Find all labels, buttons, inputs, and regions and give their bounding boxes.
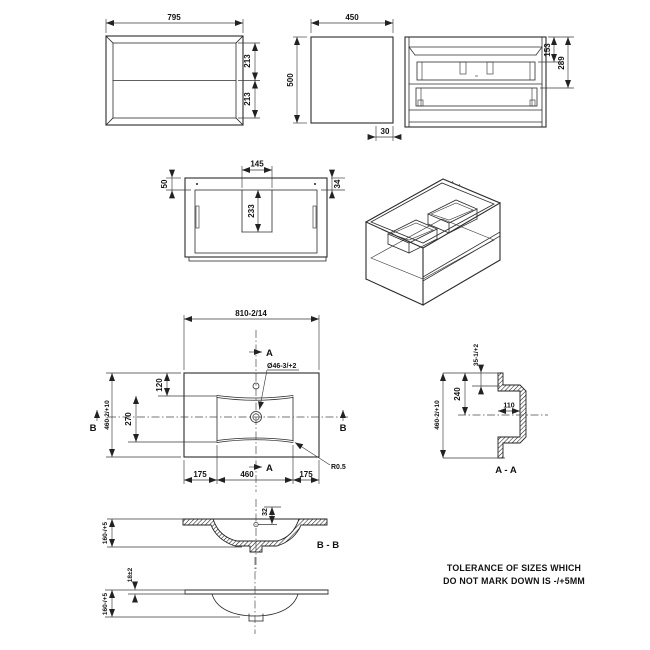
front-width-label: 795	[167, 13, 181, 22]
front-width-dimension: 795	[105, 13, 244, 33]
basin-plan-view: 810-2/14 460-2/+10 120 270 175 4	[90, 309, 348, 492]
aa-depth-dimension: 460-2/+10	[434, 373, 446, 458]
waste-stub	[248, 613, 264, 622]
cutout-width-dimension: 145	[241, 160, 273, 188]
section-b-marker-right: B	[340, 410, 347, 434]
back-153-label: 153	[543, 43, 552, 57]
section-bb-view: 160-/+5 32 B - B	[102, 499, 339, 572]
side-width-label: 450	[345, 13, 359, 22]
basin-width-label: 810-2/14	[235, 309, 267, 318]
section-a-label-top: A	[266, 348, 273, 359]
bb-height-label: 160-/+5	[102, 522, 109, 545]
interior-floor	[370, 218, 495, 280]
siphon-cutout	[241, 189, 273, 233]
section-bb-title: B - B	[317, 540, 339, 551]
cabinet-back-view: 153 289	[404, 36, 574, 128]
tap-hole-label: Ø46-3/+2	[267, 363, 296, 370]
tap-offset-dimension: 120	[155, 373, 217, 397]
section-a-marker-bottom: A	[249, 463, 273, 474]
side-rail-dimension: 34	[321, 169, 345, 199]
corner-radius-label: R0.5	[331, 464, 346, 471]
side-height-dimension: 500	[286, 36, 307, 124]
cabinet-isometric-view	[364, 178, 502, 306]
aa-110-dimension: 110	[498, 403, 520, 414]
section-aa-title: A - A	[495, 465, 517, 476]
section-aa-view: 460-2/+10 240 35-1/+2 110 A - A	[434, 344, 548, 476]
side-rail-label: 34	[333, 179, 342, 188]
side-height-dimension-basin: 160-/+5	[102, 589, 240, 618]
tolerance-note-line1: TOLERANCE OF SIZES WHICH	[447, 563, 581, 573]
tap-offset-label: 120	[155, 378, 164, 392]
front-drawer2-label: 213	[243, 92, 252, 106]
back-289-label: 289	[557, 56, 566, 70]
bowl-depth-dimension: 270	[124, 396, 217, 443]
aa-110-label: 110	[503, 403, 514, 410]
rim-thickness-dimension: 18±2	[127, 567, 185, 603]
section-b-label-left: B	[90, 423, 97, 434]
basin-width-dimension: 810-2/14	[183, 309, 320, 370]
bb-overflow-dimension: 32	[258, 506, 281, 525]
tap-hole-callout: Ø46-3/+2	[258, 363, 299, 410]
cutout-depth-label: 233	[247, 204, 256, 218]
cabinet-front-view: 795 213 213	[105, 13, 260, 126]
section-a-marker-top: A	[249, 348, 273, 359]
basin-depth-label: 460-2/+10	[104, 400, 111, 430]
aa-240-label: 240	[453, 387, 462, 401]
basin-depth-dimension: 460-2/+10	[104, 372, 181, 458]
front-drawer1-label: 213	[243, 54, 252, 68]
aa-depth-label: 460-2/+10	[434, 400, 441, 430]
front-drawer-dimensions: 213 213	[238, 42, 260, 119]
basin-height-label: 160-/+5	[102, 593, 109, 616]
side-width-dimension: 450	[310, 13, 394, 33]
bb-overflow-label: 32	[262, 508, 269, 516]
drawer-box-front	[387, 219, 438, 254]
section-b-label-right: B	[340, 423, 347, 434]
back-rail-dimension: 50	[160, 169, 191, 199]
aa-rim-label: 35-1/+2	[473, 344, 480, 367]
cabinet-top-view: 145 233 50 34	[160, 160, 345, 262]
left-margin-label: 175	[193, 470, 207, 479]
bottom-dimensions: 175 460 175	[183, 445, 320, 484]
tolerance-note: TOLERANCE OF SIZES WHICH DO NOT MARK DOW…	[443, 563, 585, 586]
bowl-depth-label: 270	[124, 412, 133, 426]
side-height-label: 500	[286, 73, 295, 87]
section-b-marker-left: B	[90, 410, 100, 434]
screw-dot-left	[196, 183, 198, 185]
side-inset-label: 30	[381, 127, 390, 136]
rim-thickness-label: 18±2	[127, 567, 134, 582]
upper-drawer-rail	[416, 61, 536, 81]
side-inset-dimension: 30	[367, 126, 402, 141]
section-aa-profile	[497, 372, 527, 459]
cutout-depth-dimension: 233	[247, 190, 261, 232]
basin-side-view: 160-/+5 18±2	[102, 557, 329, 634]
corner-radius-callout: R0.5	[294, 442, 346, 471]
lower-drawer-rail	[415, 87, 538, 107]
bowl-width-label: 460	[240, 470, 254, 479]
bb-height-dimension: 160-/+5	[102, 518, 242, 548]
back-rail-label: 50	[160, 179, 169, 188]
section-a-label-bottom: A	[266, 463, 273, 474]
drawer-box-back	[427, 199, 478, 234]
right-margin-label: 175	[299, 470, 313, 479]
aa-rim-dimension: 35-1/+2	[472, 344, 500, 395]
back-dimensions: 153 289	[538, 36, 574, 89]
aa-240-dimension: 240	[453, 373, 468, 415]
bowl-outline	[216, 395, 294, 443]
cabinet-side-view: 450 500 30	[286, 13, 402, 141]
screw-dot-right	[314, 183, 316, 185]
section-bb-profile	[182, 518, 328, 553]
tolerance-note-line2: DO NOT MARK DOWN IS -/+5MM	[443, 576, 585, 586]
cutout-width-label: 145	[250, 160, 264, 169]
